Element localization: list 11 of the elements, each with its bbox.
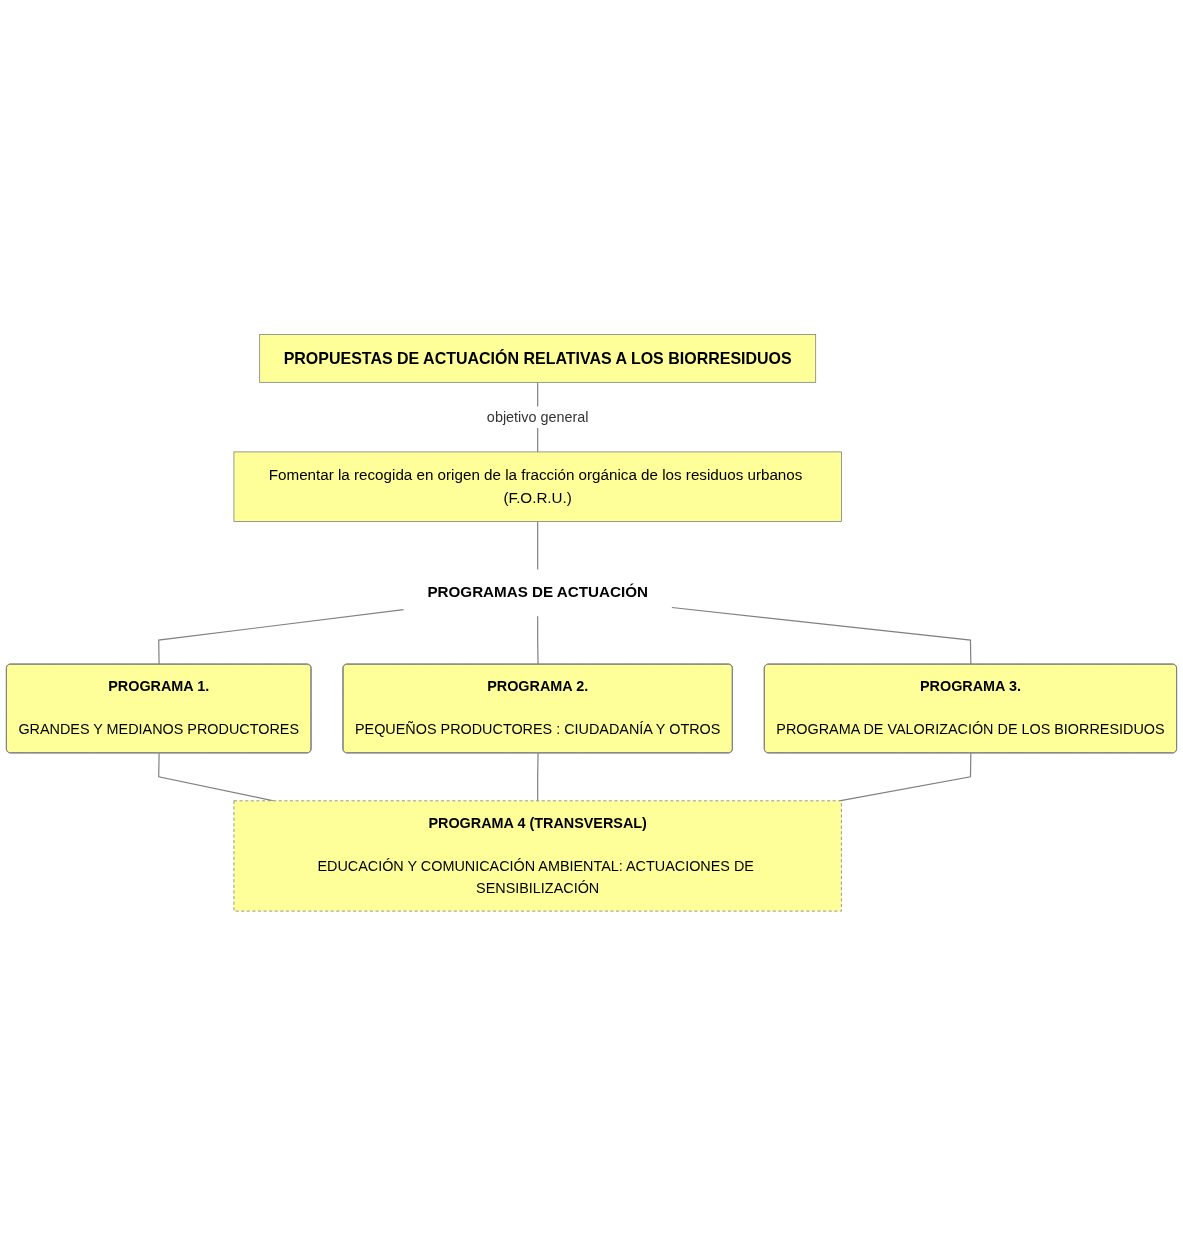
node-box: Fomentar la recogida en origen de la fracción orgánica de los residuos urbanos (F.O.R.U.): [233, 451, 842, 522]
node-text: PROGRAMAS DE ACTUACIÓN: [427, 583, 648, 601]
connector: [838, 752, 972, 802]
edge-label: objetivo general: [486, 408, 589, 425]
node-box: PROPUESTAS DE ACTUACIÓN RELATIVAS A LOS BIORRESIDUOS: [259, 333, 817, 383]
connector: [537, 520, 539, 570]
connector: [537, 615, 539, 665]
node-box: PROGRAMA 4 (TRANSVERSAL) EDUCACIÓN Y COMUNICACIÓN AMBIENTAL: ACTUACIONES DE SENSIBILIZACIÓN: [233, 800, 842, 912]
connector: [537, 752, 539, 802]
connector: [158, 608, 405, 665]
connector: [671, 606, 972, 665]
